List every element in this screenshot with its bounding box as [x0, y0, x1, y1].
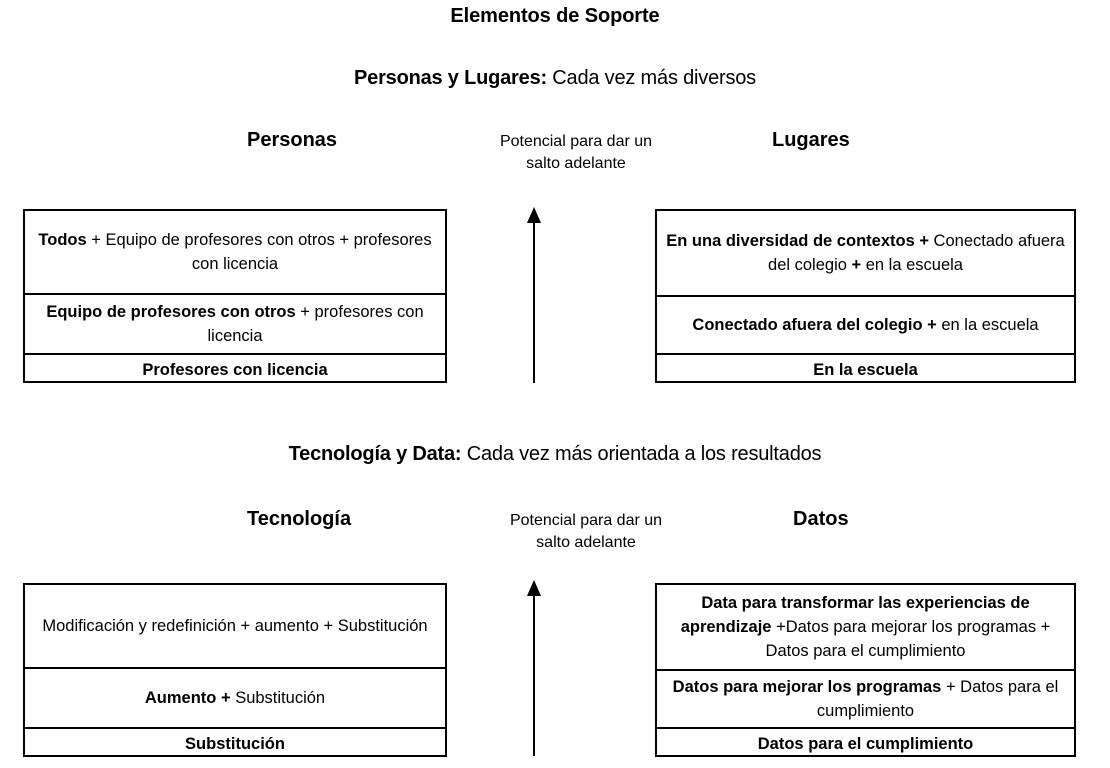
arrow-shaft	[533, 596, 535, 756]
rung-rest-text: Substitución	[230, 689, 326, 707]
ladder-rung[interactable]: Datos para mejorar los programas + Datos…	[657, 671, 1074, 729]
section-heading-tecnologia-data: Tecnología y Data: Cada vez más orientad…	[0, 443, 1110, 466]
center-note-tecnologia-data: Potencial para dar un salto adelante	[471, 510, 701, 554]
column-header-personas: Personas	[247, 129, 338, 151]
ladder-rung[interactable]: Data para transformar las experiencias d…	[657, 585, 1074, 671]
rung-rest-text-2: en la escuela	[861, 256, 963, 274]
up-arrow-personas-lugares	[526, 207, 542, 383]
rung-bold-text: Datos para el cumplimiento	[757, 735, 974, 753]
rung-bold-text-2: +	[851, 256, 862, 274]
arrow-shaft	[533, 223, 535, 383]
rung-rest-text: en la escuela	[936, 316, 1039, 334]
column-header-tecnologia: Tecnología	[247, 508, 352, 530]
ladder-lugares: En una diversidad de contextos + Conecta…	[655, 209, 1076, 383]
rung-bold-text: Profesores con licencia	[142, 361, 328, 379]
rung-bold-text: En una diversidad de contextos +	[666, 232, 929, 250]
arrow-head-icon	[527, 580, 541, 596]
column-header-datos: Datos	[793, 508, 849, 530]
column-header-lugares: Lugares	[772, 129, 850, 151]
ladder-datos: Data para transformar las experiencias d…	[655, 583, 1076, 757]
rung-rest-text: + Equipo de profesores con otros + profe…	[86, 231, 432, 273]
section-heading-rest-text: Cada vez más orientada a los resultados	[461, 443, 822, 465]
rung-bold-text: Datos para mejorar los programas	[672, 678, 942, 696]
ladder-rung[interactable]: Conectado afuera del colegio + en la esc…	[657, 297, 1074, 355]
center-note-line-2: salto adelante	[526, 155, 626, 172]
ladder-rung[interactable]: Substitución	[25, 729, 445, 759]
ladder-rung[interactable]: En la escuela	[657, 355, 1074, 385]
rung-bold-text: Aumento +	[144, 689, 231, 707]
section-heading-bold-text: Personas y Lugares:	[354, 67, 547, 89]
rung-rest-text: Modificación y redefinición + aumento + …	[42, 617, 428, 635]
rung-bold-text: Data para transformar las experiencias d…	[680, 594, 1030, 636]
ladder-rung[interactable]: Modificación y redefinición + aumento + …	[25, 585, 445, 669]
rung-bold-text: Todos	[38, 231, 87, 249]
page-title: Elementos de Soporte	[450, 5, 660, 27]
ladder-rung[interactable]: Aumento + Substitución	[25, 669, 445, 729]
rung-bold-text: Conectado afuera del colegio +	[692, 316, 937, 334]
ladder-personas: Todos + Equipo de profesores con otros +…	[23, 209, 447, 383]
ladder-tecnologia: Modificación y redefinición + aumento + …	[23, 583, 447, 757]
rung-bold-text: En la escuela	[813, 361, 918, 379]
section-heading-rest-text: Cada vez más diversos	[546, 67, 756, 89]
rung-rest-text: Conectado afuera del colegio	[768, 232, 1065, 274]
rung-bold-text: Substitución	[185, 735, 285, 753]
rung-bold-text: Equipo de profesores con otros	[46, 303, 296, 321]
center-note-line-2: salto adelante	[536, 534, 636, 551]
center-note-line-1: Potencial para dar un	[509, 512, 663, 529]
section-heading-bold-text: Tecnología y Data:	[288, 443, 462, 465]
ladder-rung[interactable]: Profesores con licencia	[25, 355, 445, 385]
center-note-personas-lugares: Potencial para dar un salto adelante	[461, 131, 691, 175]
ladder-rung[interactable]: Datos para el cumplimiento	[657, 729, 1074, 759]
center-note-line-1: Potencial para dar un	[499, 133, 653, 150]
rung-rest-text: +Datos para mejorar los programas + Dato…	[765, 618, 1051, 660]
ladder-rung[interactable]: Todos + Equipo de profesores con otros +…	[25, 211, 445, 295]
rung-rest-text: + Datos para el cumplimiento	[816, 678, 1059, 720]
ladder-rung[interactable]: Equipo de profesores con otros + profeso…	[25, 295, 445, 355]
arrow-head-icon	[527, 207, 541, 223]
section-heading-personas-lugares: Personas y Lugares: Cada vez más diverso…	[0, 67, 1110, 90]
up-arrow-tecnologia-data	[526, 580, 542, 756]
rung-rest-text: + profesores con licencia	[207, 303, 424, 345]
ladder-rung[interactable]: En una diversidad de contextos + Conecta…	[657, 211, 1074, 297]
